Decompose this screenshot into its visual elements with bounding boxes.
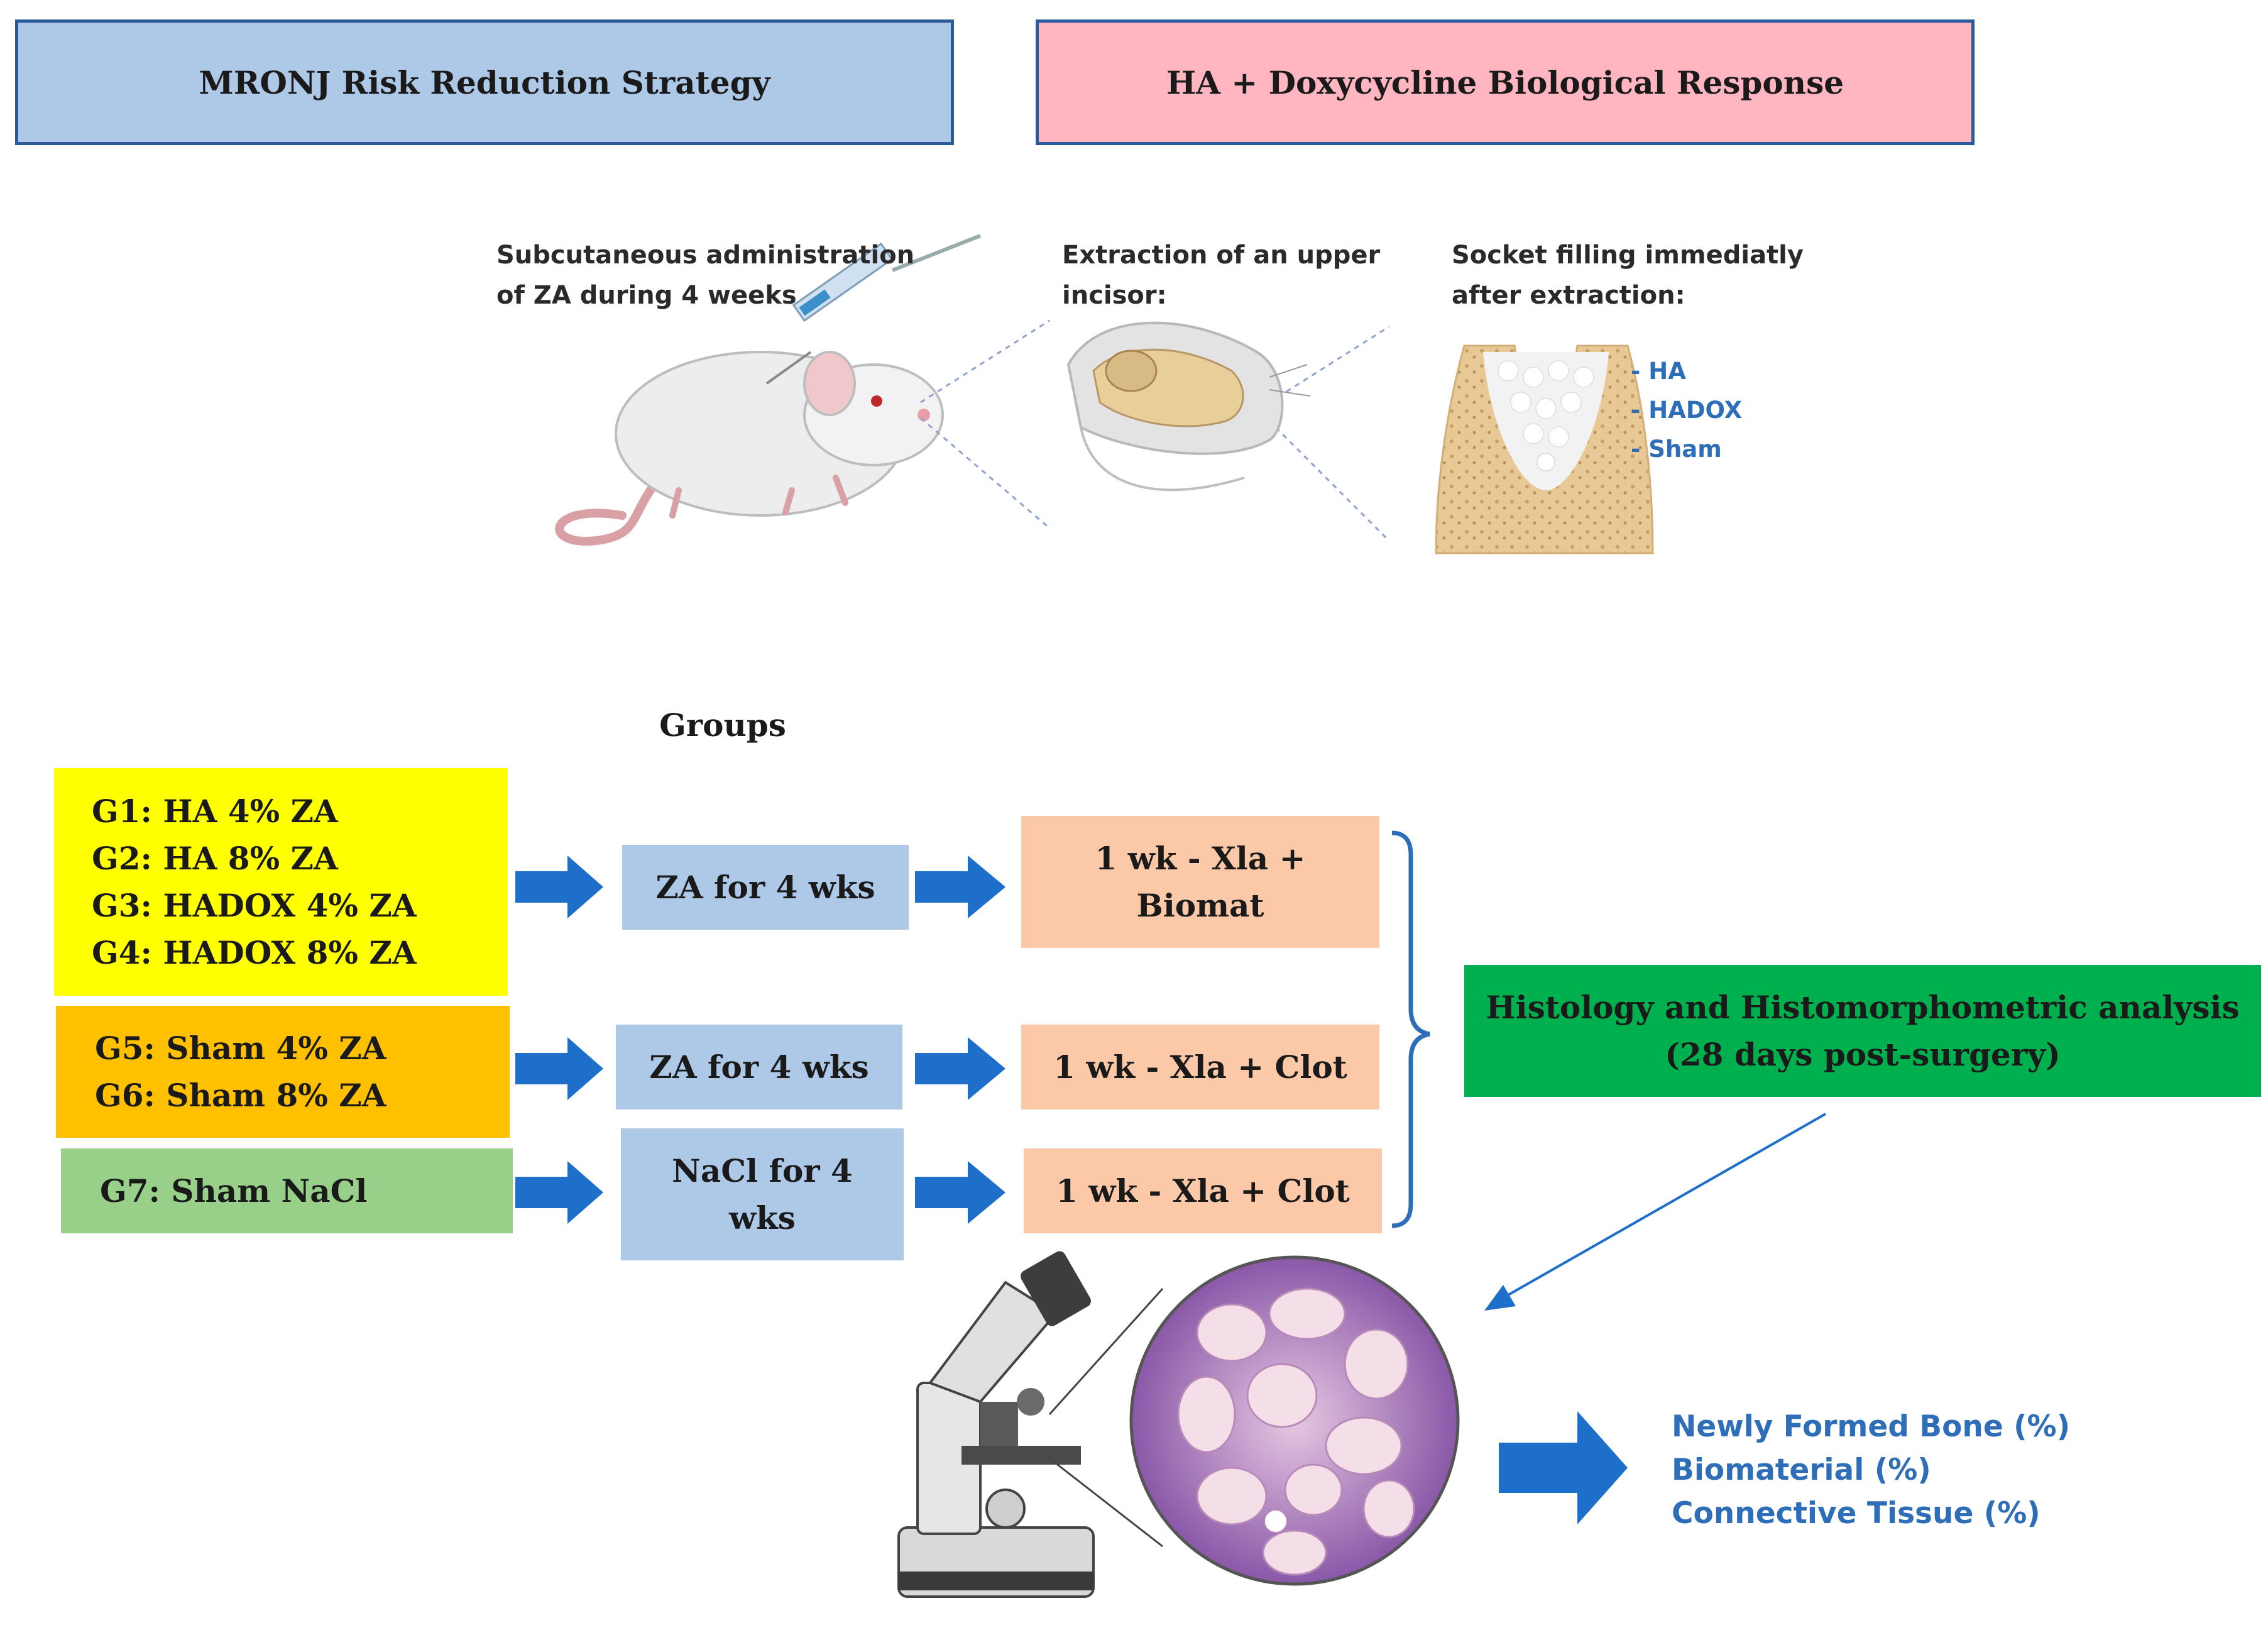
group-g6: G6: Sham 8% ZA [95, 1077, 386, 1114]
group-g1: G1: HA 4% ZA [92, 793, 338, 830]
procedure-step-2-line-2: incisor: [1062, 281, 1167, 310]
groups-title: Groups [628, 701, 817, 749]
header-left-title: MRONJ Risk Reduction Strategy [199, 63, 770, 101]
treatment-row-3-line-2: wks [729, 1199, 796, 1236]
group-g4: G4: HADOX 8% ZA [92, 934, 417, 971]
arrow-analysis-to-histology [1484, 1113, 1826, 1311]
outcome-newly-formed-bone: Newly Formed Bone (%) [1672, 1409, 2071, 1444]
surgery-row-3-text: 1 wk - Xla + Clot [1056, 1172, 1350, 1209]
header-right-title: HA + Doxycycline Biological Response [1166, 63, 1844, 101]
zoom-connector [920, 319, 1050, 529]
procedure-step-1-label: Subcutaneous administration of ZA during… [496, 235, 914, 316]
procedure-step-3-line-1: Socket filling immediatly [1452, 241, 1804, 270]
treatment-row-1-text: ZA for 4 wks [655, 869, 875, 906]
treatment-box-3: NaCl for 4 wks [621, 1128, 904, 1260]
procedure-step-3-label: Socket filling immediatly after extracti… [1452, 235, 1804, 316]
syringe-icon [765, 234, 982, 385]
procedure-step-3-line-2: after extraction: [1452, 281, 1685, 310]
material-ha: - HA [1631, 358, 1686, 385]
material-sham: - Sham [1631, 436, 1722, 463]
procedure-step-1-line-1: Subcutaneous administration [496, 241, 915, 270]
surgery-row-2-text: 1 wk - Xla + Clot [1053, 1049, 1347, 1086]
arrow-treatment-to-surgery-1 [915, 856, 1005, 918]
arrow-to-outcomes [1499, 1411, 1628, 1524]
arrow-group-to-treatment-1 [515, 856, 603, 918]
arrow-group-to-treatment-2 [515, 1037, 603, 1100]
grouping-brace [1391, 830, 1430, 1228]
histology-image [1129, 1255, 1460, 1586]
magnification-lines [1048, 1287, 1164, 1548]
surgery-row-1-line-2: Biomat [1136, 887, 1264, 924]
arrow-group-to-treatment-3 [515, 1161, 603, 1224]
arrow-treatment-to-surgery-2 [915, 1037, 1005, 1100]
treatment-box-1: ZA for 4 wks [622, 845, 909, 930]
analysis-line-2: (28 days post-surgery) [1665, 1036, 2061, 1073]
skull-illustration [1066, 321, 1311, 492]
zoom-connector [1269, 326, 1390, 542]
arrow-treatment-to-surgery-3 [915, 1161, 1005, 1224]
outcome-connective-tissue: Connective Tissue (%) [1672, 1496, 2041, 1531]
surgery-box-2: 1 wk - Xla + Clot [1021, 1025, 1379, 1109]
procedure-step-2-line-1: Extraction of an upper [1062, 241, 1381, 270]
materials-list: - HA - HADOX - Sham [1631, 352, 1742, 469]
surgery-row-1-line-1: 1 wk - Xla + [1095, 840, 1306, 877]
surgery-box-1: 1 wk - Xla + Biomat [1021, 816, 1379, 948]
treatment-box-2: ZA for 4 wks [616, 1025, 902, 1109]
analysis-line-1: Histology and Histomorphometric analysis [1486, 989, 2240, 1026]
header-left-box: MRONJ Risk Reduction Strategy [15, 19, 954, 145]
groups-title-text: Groups [659, 706, 786, 744]
procedure-step-2-label: Extraction of an upper incisor: [1062, 235, 1380, 316]
treatment-row-2-text: ZA for 4 wks [649, 1049, 869, 1086]
mouse-illustration [555, 351, 944, 546]
group-g5: G5: Sham 4% ZA [95, 1030, 386, 1067]
header-right-box: HA + Doxycycline Biological Response [1036, 19, 1975, 145]
outcomes-list: Newly Formed Bone (%) Biomaterial (%) Co… [1672, 1405, 2070, 1535]
group-g2: G2: HA 8% ZA [92, 840, 338, 877]
treatment-row-3-line-1: NaCl for 4 [672, 1152, 853, 1189]
outcome-biomaterial: Biomaterial (%) [1672, 1453, 1931, 1487]
flow-arrows [515, 856, 1628, 1524]
group-box-yellow: G1: HA 4% ZA G2: HA 8% ZA G3: HADOX 4% Z… [54, 768, 508, 996]
analysis-box: Histology and Histomorphometric analysis… [1464, 965, 2261, 1097]
procedure-step-1-line-2: of ZA during 4 weeks [496, 281, 797, 310]
surgery-box-3: 1 wk - Xla + Clot [1024, 1148, 1382, 1233]
group-g3: G3: HADOX 4% ZA [92, 887, 417, 924]
material-hadox: - HADOX [1631, 397, 1743, 424]
bone-socket-illustration [1435, 344, 1654, 554]
microscope-icon [897, 1251, 1095, 1598]
group-box-orange: G5: Sham 4% ZA G6: Sham 8% ZA [56, 1006, 510, 1138]
group-box-green: G7: Sham NaCl [61, 1148, 513, 1233]
group-g7: G7: Sham NaCl [100, 1172, 368, 1209]
